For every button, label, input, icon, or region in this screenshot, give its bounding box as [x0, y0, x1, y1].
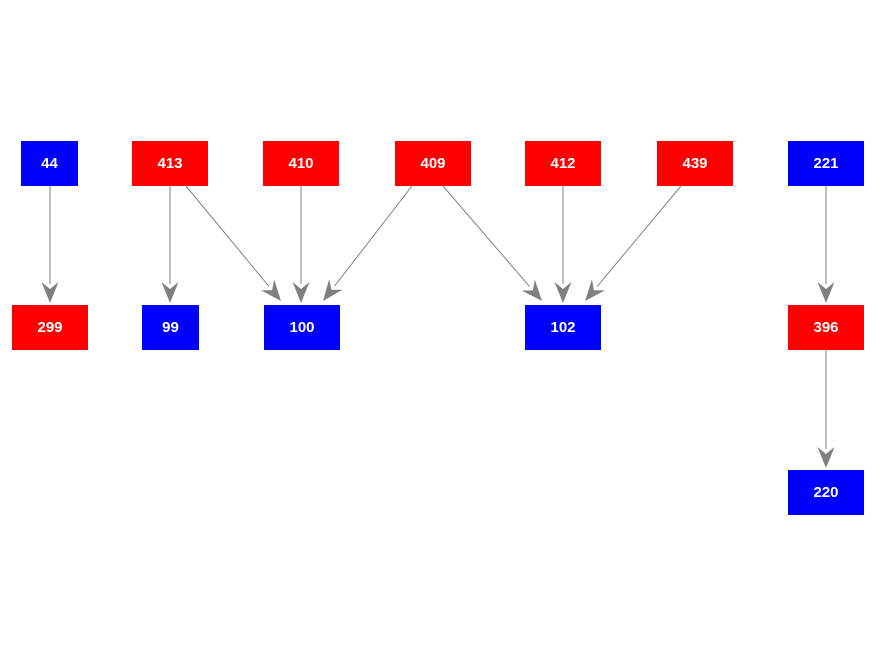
- graph-node-102[interactable]: 102: [525, 305, 601, 350]
- edge-439-to-102: [585, 185, 682, 301]
- edge-line: [596, 185, 682, 287]
- edge-44-to-299: [41, 186, 59, 303]
- edge-410-to-100: [292, 186, 310, 303]
- graph-node-413[interactable]: 413: [132, 141, 208, 186]
- graph-node-412[interactable]: 412: [525, 141, 601, 186]
- graph-node-396[interactable]: 396: [788, 305, 864, 350]
- edge-line: [334, 185, 413, 287]
- arrowhead-icon: [323, 279, 343, 301]
- arrowhead-icon: [521, 279, 542, 301]
- node-label: 439: [682, 155, 708, 172]
- arrowhead-icon: [41, 282, 59, 303]
- node-label: 413: [157, 155, 183, 172]
- node-label: 44: [41, 155, 58, 172]
- arrowhead-icon: [292, 282, 310, 303]
- graph-node-439[interactable]: 439: [657, 141, 733, 186]
- graph-node-409[interactable]: 409: [395, 141, 471, 186]
- node-label: 221: [813, 155, 839, 172]
- graph-node-299[interactable]: 299: [12, 305, 88, 350]
- graph-node-220[interactable]: 220: [788, 470, 864, 515]
- arrowhead-icon: [817, 447, 835, 468]
- edge-221-to-396: [817, 186, 835, 303]
- edge-line: [185, 185, 270, 287]
- graph-node-100[interactable]: 100: [264, 305, 340, 350]
- arrowhead-icon: [261, 279, 281, 301]
- arrowhead-icon: [585, 279, 605, 301]
- graph-node-44[interactable]: 44: [21, 141, 78, 186]
- node-label: 396: [813, 319, 839, 336]
- edge-409-to-100: [323, 185, 413, 301]
- node-label: 409: [420, 155, 446, 172]
- node-label: 99: [162, 319, 179, 336]
- node-label: 410: [288, 155, 314, 172]
- node-label: 412: [550, 155, 576, 172]
- edge-413-to-99: [161, 186, 179, 303]
- graph-node-99[interactable]: 99: [142, 305, 199, 350]
- node-label: 102: [550, 319, 576, 336]
- edge-396-to-220: [817, 350, 835, 468]
- edge-413-to-100: [185, 185, 281, 301]
- arrowhead-icon: [161, 282, 179, 303]
- edge-412-to-102: [554, 186, 572, 303]
- graph-node-410[interactable]: 410: [263, 141, 339, 186]
- edge-409-to-102: [442, 185, 542, 301]
- arrowhead-icon: [554, 282, 572, 303]
- arrowhead-icon: [817, 282, 835, 303]
- node-label: 299: [37, 319, 63, 336]
- node-label: 220: [813, 484, 839, 501]
- node-label: 100: [289, 319, 315, 336]
- graph-node-221[interactable]: 221: [788, 141, 864, 186]
- edge-line: [442, 185, 530, 287]
